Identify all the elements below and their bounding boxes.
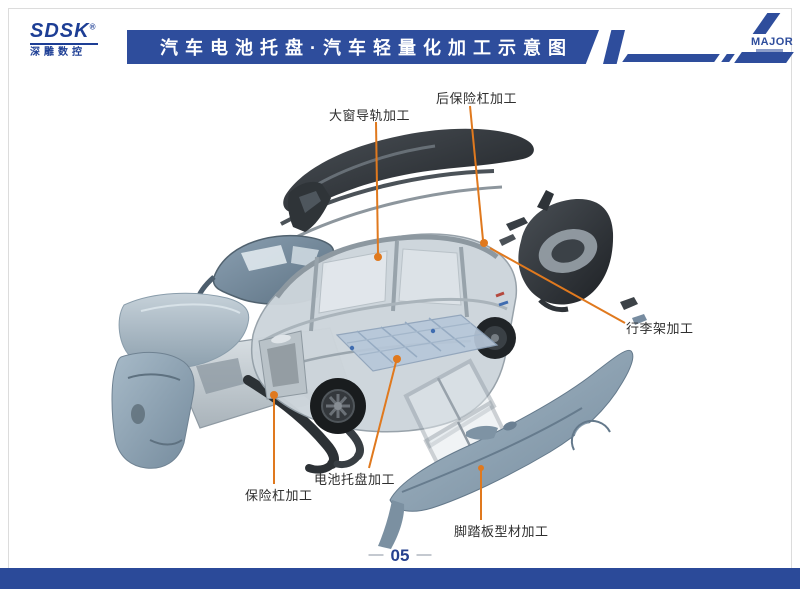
logo-brand-text: SDSK bbox=[30, 20, 90, 42]
footer-bar bbox=[0, 568, 800, 589]
page-title: 汽车电池托盘·汽车轻量化加工示意图 bbox=[160, 38, 573, 58]
logo-subtitle: 深雕数控 bbox=[30, 47, 86, 58]
page-number-dash-right: — bbox=[416, 546, 432, 563]
label-roof-rack: 行李架加工 bbox=[626, 321, 694, 336]
leader-lines bbox=[273, 105, 626, 520]
title-banner: 汽车电池托盘·汽车轻量化加工示意图 bbox=[127, 30, 599, 64]
page-number-dash-left: — bbox=[368, 546, 384, 563]
major-brand: MAJOR bbox=[751, 36, 794, 48]
registered-mark: ® bbox=[89, 22, 97, 32]
leader-dots bbox=[270, 239, 488, 471]
label-battery-tray: 电池托盘加工 bbox=[314, 472, 396, 487]
label-rear-bumper: 后保险杠加工 bbox=[436, 91, 518, 106]
rear-hatch-part bbox=[499, 190, 614, 313]
logo-brand: SDSK® bbox=[30, 20, 99, 45]
battery-tray-part bbox=[335, 314, 499, 372]
label-sunroof-rail: 大窗导轨加工 bbox=[329, 108, 411, 123]
page-number: — 05 — bbox=[0, 546, 800, 566]
front-wheel bbox=[310, 378, 366, 434]
sdsk-logo: SDSK® 深雕数控 bbox=[30, 20, 99, 58]
major-tagline-bar bbox=[756, 49, 783, 52]
pillar-part bbox=[288, 181, 331, 232]
label-front-bumper: 保险杠加工 bbox=[245, 488, 313, 503]
page-number-value: 05 bbox=[390, 546, 410, 565]
label-running-board: 脚踏板型材加工 bbox=[454, 524, 549, 539]
side-panel-part bbox=[378, 297, 647, 549]
front-bumper-part bbox=[111, 352, 195, 469]
